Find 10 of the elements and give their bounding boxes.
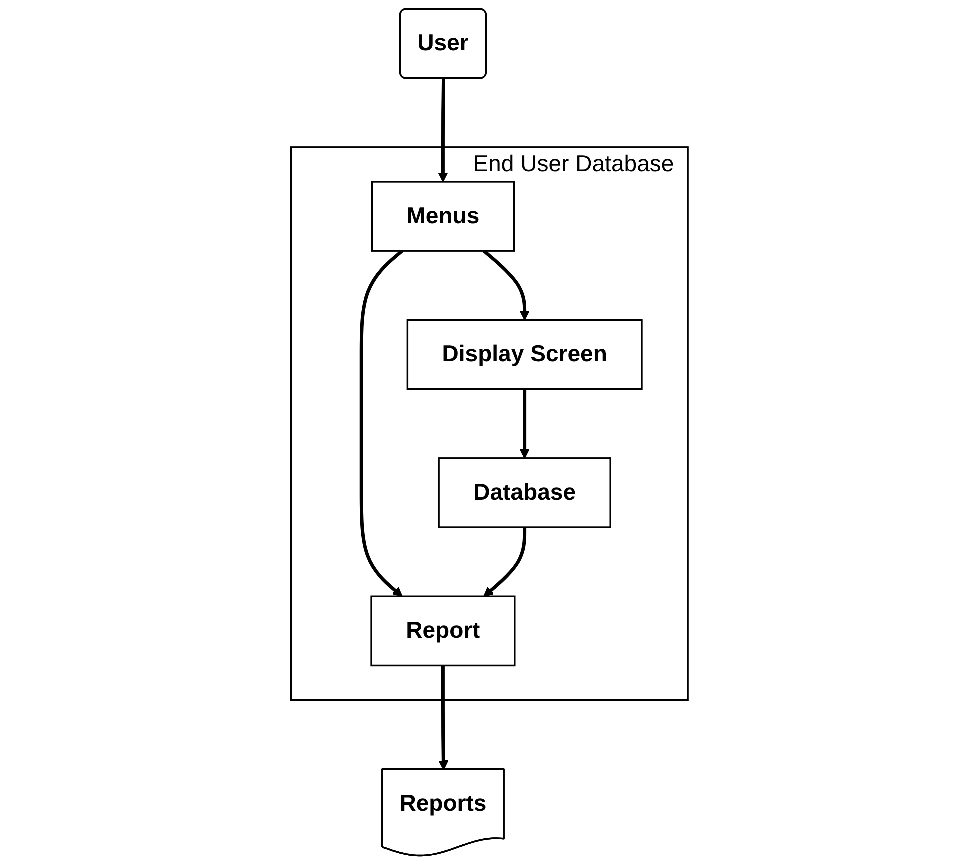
arrow bbox=[438, 666, 449, 770]
arrow bbox=[520, 389, 530, 459]
arrow bbox=[483, 528, 526, 598]
arrow bbox=[438, 78, 448, 182]
arrow bbox=[360, 250, 404, 598]
node-box: Display Screen bbox=[406, 319, 643, 390]
node-box: Menus bbox=[371, 181, 515, 252]
node-box: Database bbox=[438, 458, 612, 528]
arrow bbox=[482, 250, 530, 321]
node-box: Report bbox=[370, 596, 516, 667]
